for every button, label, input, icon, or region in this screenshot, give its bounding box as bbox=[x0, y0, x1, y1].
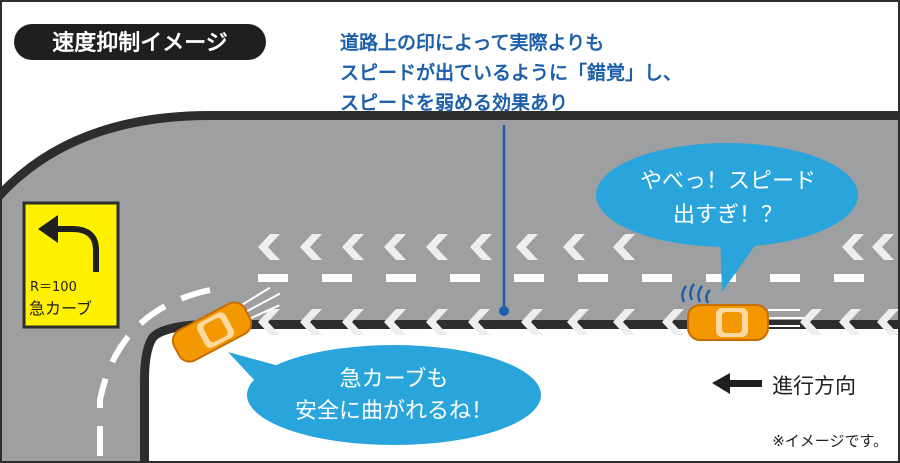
shake-marks bbox=[681, 283, 711, 304]
curve-arrow-icon bbox=[58, 226, 99, 272]
bubble-left-line-2: 安全に曲がれるね！ bbox=[295, 399, 493, 424]
center-lane-dashes bbox=[258, 274, 864, 282]
explanation-line-2: スピードが出ているように「錯覚」し、 bbox=[340, 61, 682, 84]
title-text: 速度抑制イメージ bbox=[52, 30, 228, 56]
direction-arrow-icon bbox=[712, 373, 762, 394]
lane-dashes-curve bbox=[97, 287, 211, 461]
car-fast-icon bbox=[681, 283, 804, 341]
explanation-text: 道路上の印によって実際よりも スピードが出ているように「錯覚」し、 スピードを弱… bbox=[340, 31, 682, 114]
bubble-left-line-1: 急カーブも bbox=[340, 367, 449, 392]
bubble-right-line-1: やべっ！スピード bbox=[640, 169, 816, 194]
bubble-left-text: 急カーブも 安全に曲がれるね！ bbox=[295, 367, 493, 424]
note-text: ※イメージです。 bbox=[772, 432, 888, 450]
bubble-right-text: やべっ！スピード 出すぎ！？ bbox=[640, 169, 816, 228]
sign-radius-label: R＝100 bbox=[30, 280, 77, 295]
speech-bubble-right bbox=[596, 143, 858, 292]
speech-bubble-left bbox=[228, 345, 541, 445]
bubble-right-line-2: 出すぎ！？ bbox=[673, 203, 783, 228]
sign-name-label: 急カーブ bbox=[29, 299, 92, 318]
explanation-line-3: スピードを弱める効果あり bbox=[340, 91, 568, 114]
pointer-line bbox=[499, 125, 509, 316]
title-background bbox=[14, 24, 266, 60]
explanation-line-1: 道路上の印によって実際よりも bbox=[340, 31, 604, 54]
curve-warning-sign bbox=[22, 201, 120, 329]
direction-label: 進行方向 bbox=[772, 374, 856, 398]
car-safe-icon bbox=[171, 286, 281, 363]
